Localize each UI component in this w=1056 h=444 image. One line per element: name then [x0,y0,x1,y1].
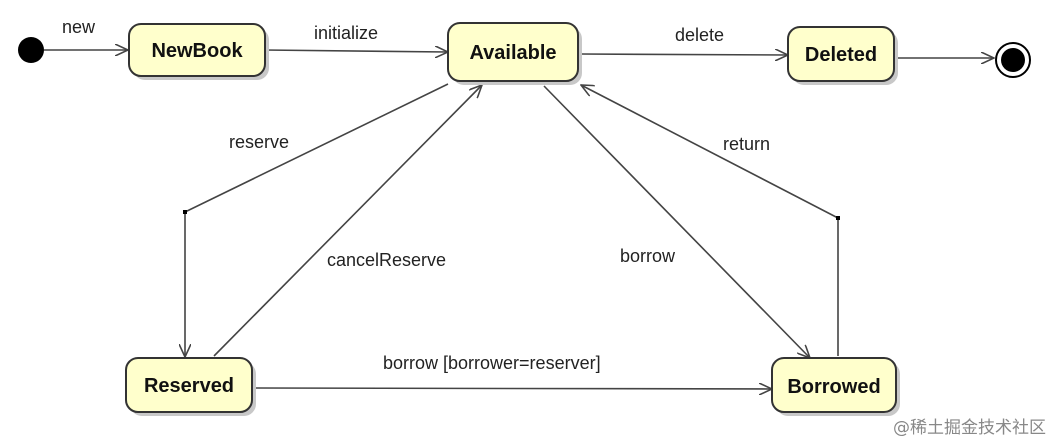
transition-label-borrow-reserved: borrow [borrower=reserver] [383,353,601,373]
edge-borrow-reserved [254,388,772,389]
transition-label-initialize: initialize [314,23,378,43]
state-deleted-label: Deleted [805,44,877,66]
edge-return [581,85,839,356]
transition-label-reserve: reserve [229,132,289,152]
transition-label-delete: delete [675,25,724,45]
state-available: Available [447,22,582,85]
state-borrowed: Borrowed [771,357,900,416]
edge-delete [579,54,788,55]
state-available-label: Available [469,42,556,64]
state-reserved: Reserved [125,357,256,416]
transition-label-new: new [62,17,96,37]
edge-reserve [185,83,449,357]
junction-point [183,210,187,214]
state-newbook-label: NewBook [151,40,243,62]
junction-point [836,216,840,220]
edge-borrow [543,85,810,358]
transition-label-cancel-reserve: cancelReserve [327,250,446,270]
edge-initialize [263,50,448,52]
initial-state-node [18,37,44,63]
transition-label-borrow: borrow [620,246,676,266]
final-state-node [995,42,1031,78]
transition-label-return: return [723,134,770,154]
watermark-text: @稀土掘金技术社区 [893,418,1046,438]
state-borrowed-label: Borrowed [787,376,880,398]
state-reserved-label: Reserved [144,375,234,397]
state-deleted: Deleted [787,26,898,85]
state-newbook: NewBook [128,23,269,80]
edge-cancel-reserve [213,85,482,357]
